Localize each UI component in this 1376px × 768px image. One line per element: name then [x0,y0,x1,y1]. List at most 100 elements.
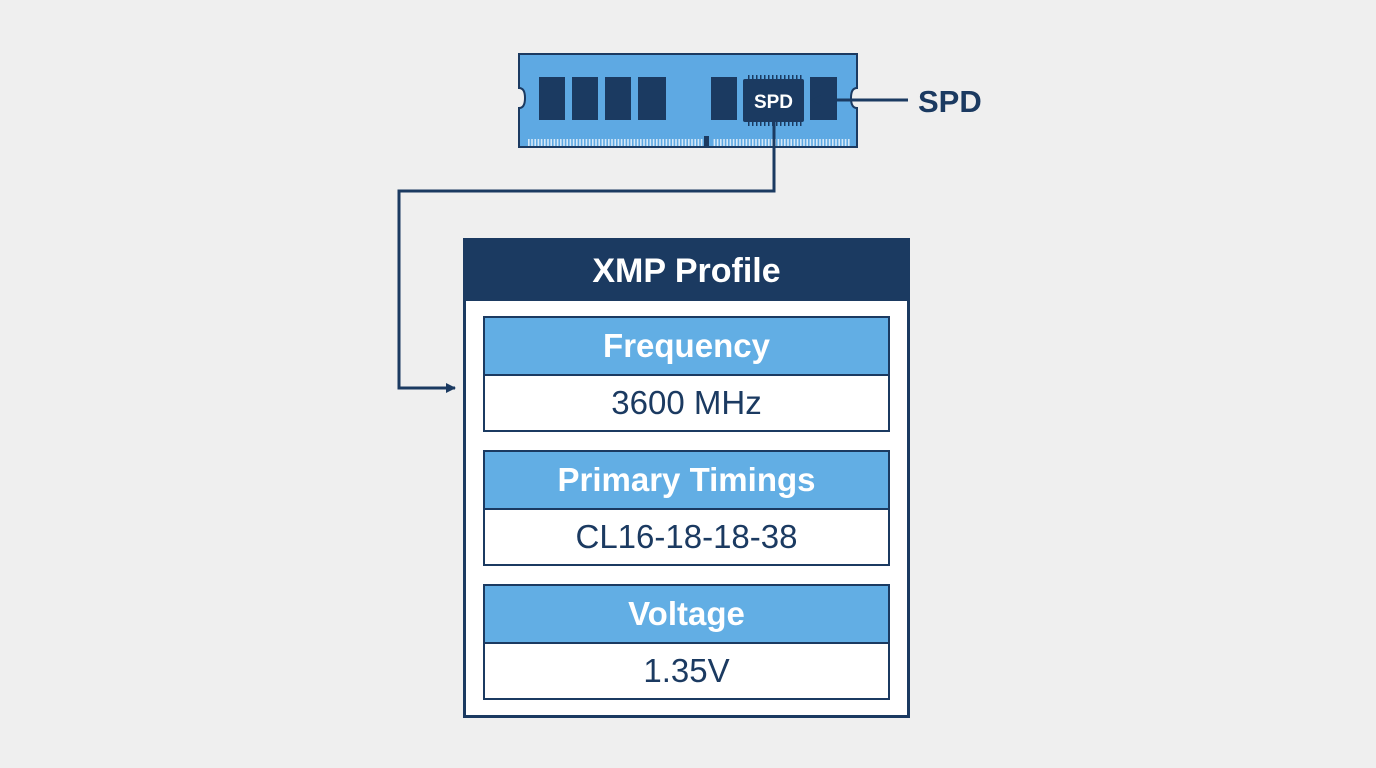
edge-pin [720,139,722,146]
edge-pin [768,139,770,146]
voltage-field: Voltage 1.35V [483,584,890,700]
edge-pin [787,139,789,146]
edge-pin [739,139,741,146]
edge-pin [713,139,716,146]
ram-module-body [518,53,858,148]
chip-pin [780,75,782,79]
edge-pin [627,139,629,146]
edge-pin [556,139,559,146]
chip-pin [800,122,802,126]
spd-pointer-label: SPD [918,84,982,119]
edge-pin [646,139,648,146]
spd-chip-pins [748,75,802,126]
primary-timings-label: Primary Timings [485,452,888,510]
edge-pin [675,139,677,146]
chip-pin [792,75,794,79]
chip-pin [752,75,754,79]
edge-pin [608,139,610,146]
edge-pin [537,139,540,146]
edge-pin [758,139,760,146]
edge-pin [716,139,719,146]
frequency-field: Frequency 3600 MHz [483,316,890,432]
xmp-profile-title: XMP Profile [466,241,907,301]
edge-pin [752,139,754,146]
chip-pin [760,75,762,79]
edge-pin [640,139,642,146]
edge-pin [563,139,565,146]
chip-pin [756,122,758,126]
edge-pin [624,139,626,146]
edge-pin [553,139,556,146]
edge-pin [540,139,543,146]
edge-pin [726,139,728,146]
edge-pin [812,139,815,146]
edge-pin [652,139,655,146]
edge-pin [800,139,802,146]
edge-pin [617,139,620,146]
edge-pin [723,139,725,146]
edge-pin [793,139,796,146]
edge-pin [841,139,844,146]
edge-pin [736,139,738,146]
ram-edge-connector [528,136,850,148]
edge-pin [748,139,751,146]
edge-pin [742,139,744,146]
edge-pin [569,139,572,146]
edge-pin [700,139,703,146]
chip-pin [748,75,750,79]
ram-chip [711,77,737,120]
edge-pin [764,139,767,146]
chip-pin [772,75,774,79]
edge-pin [771,139,773,146]
chip-pin [792,122,794,126]
edge-pin [822,139,824,146]
edge-pin [649,139,652,146]
edge-pin [544,139,546,146]
edge-pin [790,139,792,146]
frequency-label: Frequency [485,318,888,376]
chip-pin [764,122,766,126]
chip-pin [748,122,750,126]
edge-pin [588,139,591,146]
edge-pin [678,139,680,146]
edge-pin [604,139,607,146]
edge-pin [844,139,847,146]
edge-pin [595,139,597,146]
edge-pin [560,139,562,146]
edge-pin [796,139,799,146]
edge-pin [633,139,636,146]
ram-chip [572,77,598,120]
edge-pin [656,139,658,146]
chip-pin [756,75,758,79]
edge-pin [572,139,575,146]
ram-chip [605,77,631,120]
edge-pin [809,139,812,146]
edge-pin [780,139,783,146]
chip-pin [752,122,754,126]
edge-pin [694,139,696,146]
edge-pin [806,139,808,146]
voltage-value: 1.35V [643,652,730,689]
chip-pin [764,75,766,79]
edge-pin [761,139,764,146]
edge-pin [534,139,536,146]
chip-pin [788,75,790,79]
spd-to-profile-connector [397,122,776,393]
edge-pin [576,139,578,146]
edge-pin [745,139,748,146]
chip-pin [780,122,782,126]
edge-pin [777,139,780,146]
chip-pin [760,122,762,126]
edge-pin [547,139,549,146]
spd-chip [743,79,804,122]
edge-pin [566,139,568,146]
edge-pin [672,139,674,146]
edge-pin [835,139,837,146]
edge-pin [598,139,600,146]
edge-pin [550,139,552,146]
edge-pin [614,139,616,146]
chip-pin [768,75,770,79]
primary-timings-value: CL16-18-18-38 [575,518,798,555]
ram-module: SPD [518,53,858,148]
